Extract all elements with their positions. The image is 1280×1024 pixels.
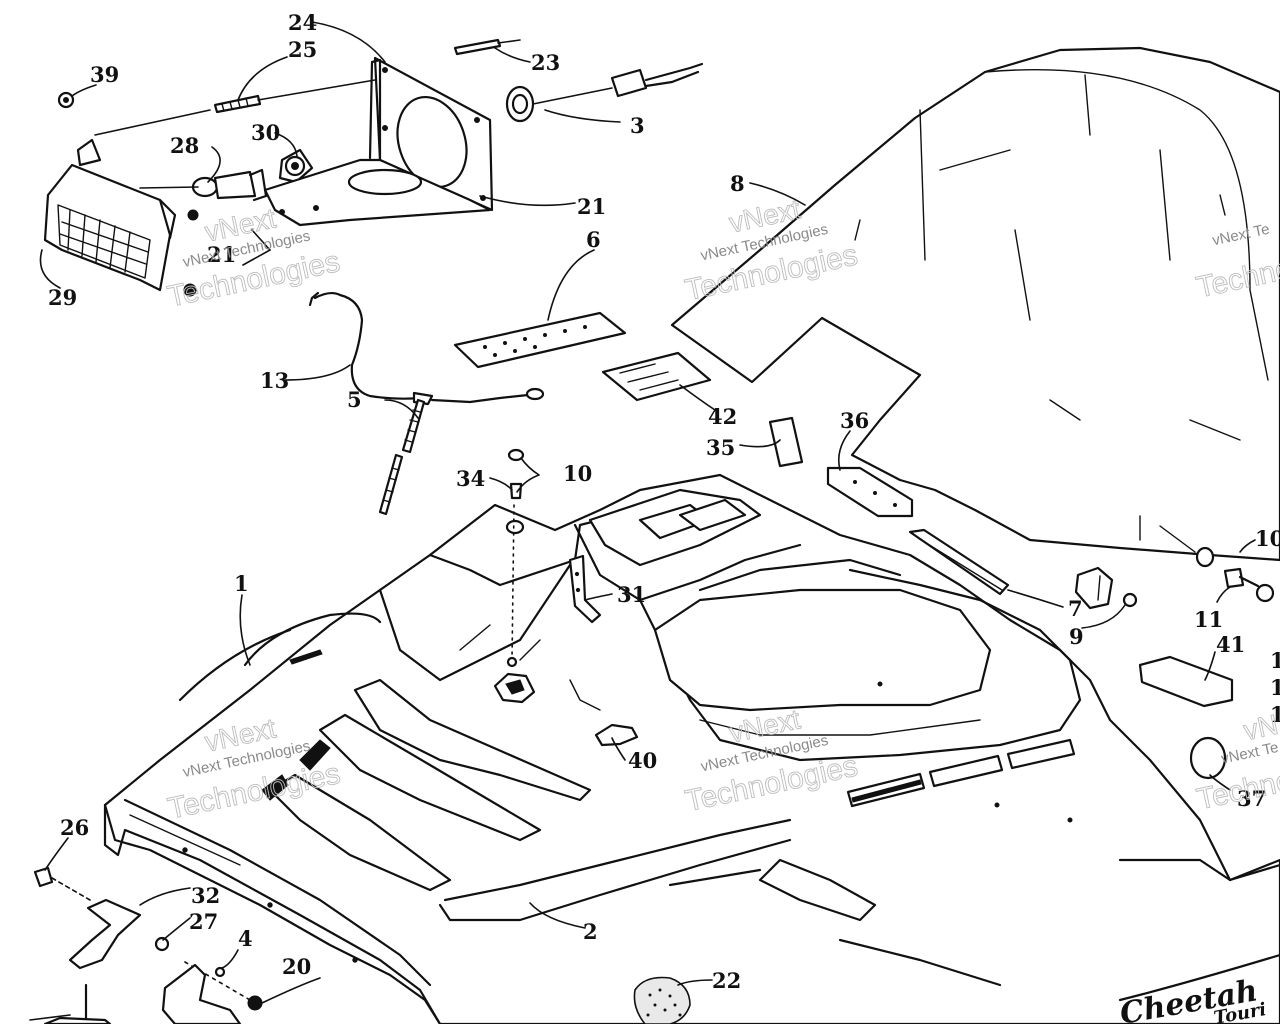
- bulb-socket: [278, 148, 314, 184]
- screw-26: [33, 866, 91, 901]
- ref-line-1-bottom: [29, 1014, 71, 1021]
- callout-5: 5: [347, 387, 362, 412]
- callout-numbers: 1 2 3 4 5 6 7 8 9 10 10 11 13 20 21 21 2…: [48, 10, 1280, 993]
- callout-40: 40: [628, 748, 657, 773]
- callout-20: 20: [282, 954, 311, 979]
- strip-41: [1138, 655, 1234, 708]
- callout-13: 13: [260, 368, 289, 393]
- callout-41: 41: [1216, 632, 1245, 657]
- windshield: [670, 46, 1280, 562]
- nut-39: [57, 91, 75, 109]
- callout-6: 6: [586, 227, 601, 252]
- callout-9: 9: [1069, 624, 1084, 649]
- foam-pad-22: [633, 976, 691, 1024]
- seal-strip-36: [826, 466, 914, 518]
- callout-11: 11: [1194, 607, 1223, 632]
- callout-28: 28: [170, 133, 199, 158]
- callout-7: 7: [1068, 596, 1083, 621]
- callout-10-center: 10: [563, 461, 592, 486]
- callout-42: 42: [708, 404, 737, 429]
- callout-21-right: 21: [577, 194, 606, 219]
- callout-22: 22: [712, 968, 741, 993]
- wire-harness: [308, 291, 545, 406]
- decal-42: [601, 351, 712, 402]
- callout-37: 37: [1237, 786, 1266, 811]
- watermark-fragment: vN: [1241, 709, 1280, 746]
- wire-connector: [532, 62, 704, 105]
- leader-lines: [39, 21, 1256, 1004]
- emblem-on-hood: [493, 672, 536, 704]
- bracket-bolt: [453, 38, 521, 56]
- bracket-31: [568, 554, 602, 624]
- callout-39: 39: [90, 62, 119, 87]
- callout-2: 2: [583, 919, 598, 944]
- callout-35: 35: [706, 435, 735, 460]
- headlight-bracket: [263, 56, 494, 227]
- callout-29: 29: [48, 285, 77, 310]
- resistor: [378, 398, 426, 516]
- clip-40: [594, 723, 639, 747]
- callout-30: 30: [251, 120, 280, 145]
- decal-6: [453, 311, 627, 369]
- callout-edge-2: 1: [1270, 675, 1280, 700]
- callout-24: 24: [288, 10, 317, 35]
- round-decal-37: [1189, 736, 1227, 780]
- grommet: [505, 85, 535, 123]
- callout-1: 1: [234, 571, 249, 596]
- fastener-9: [1074, 566, 1138, 610]
- nut-27: [154, 936, 170, 952]
- callout-8: 8: [730, 171, 745, 196]
- callout-10-right: 10: [1255, 526, 1280, 551]
- callout-21-left: 21: [207, 242, 236, 267]
- callout-31: 31: [617, 582, 646, 607]
- callout-26: 26: [60, 815, 89, 840]
- headlight-lens: [43, 138, 199, 297]
- decal-35: [768, 416, 804, 468]
- callout-4: 4: [238, 926, 253, 951]
- fastener-10-34: [505, 448, 525, 668]
- callout-23: 23: [531, 50, 560, 75]
- callout-25: 25: [288, 37, 317, 62]
- adjuster-screw: [94, 79, 376, 136]
- hood: [103, 473, 1280, 1024]
- bracket-32: [68, 898, 142, 1024]
- callout-27: 27: [189, 909, 218, 934]
- callout-34: 34: [456, 466, 485, 491]
- bumper-bracket: [43, 963, 242, 1024]
- callout-3: 3: [630, 113, 645, 138]
- fastener-10-11: [1139, 515, 1275, 603]
- headlight-bulb: [139, 168, 268, 202]
- trim-strip-7: [908, 528, 1010, 596]
- callout-36: 36: [840, 408, 869, 433]
- callout-32: 32: [191, 883, 220, 908]
- washer-4: [184, 961, 251, 1001]
- callout-edge-1: 1: [1270, 648, 1280, 673]
- callout-edge-3: 1: [1270, 702, 1280, 727]
- nut-20: [247, 995, 263, 1011]
